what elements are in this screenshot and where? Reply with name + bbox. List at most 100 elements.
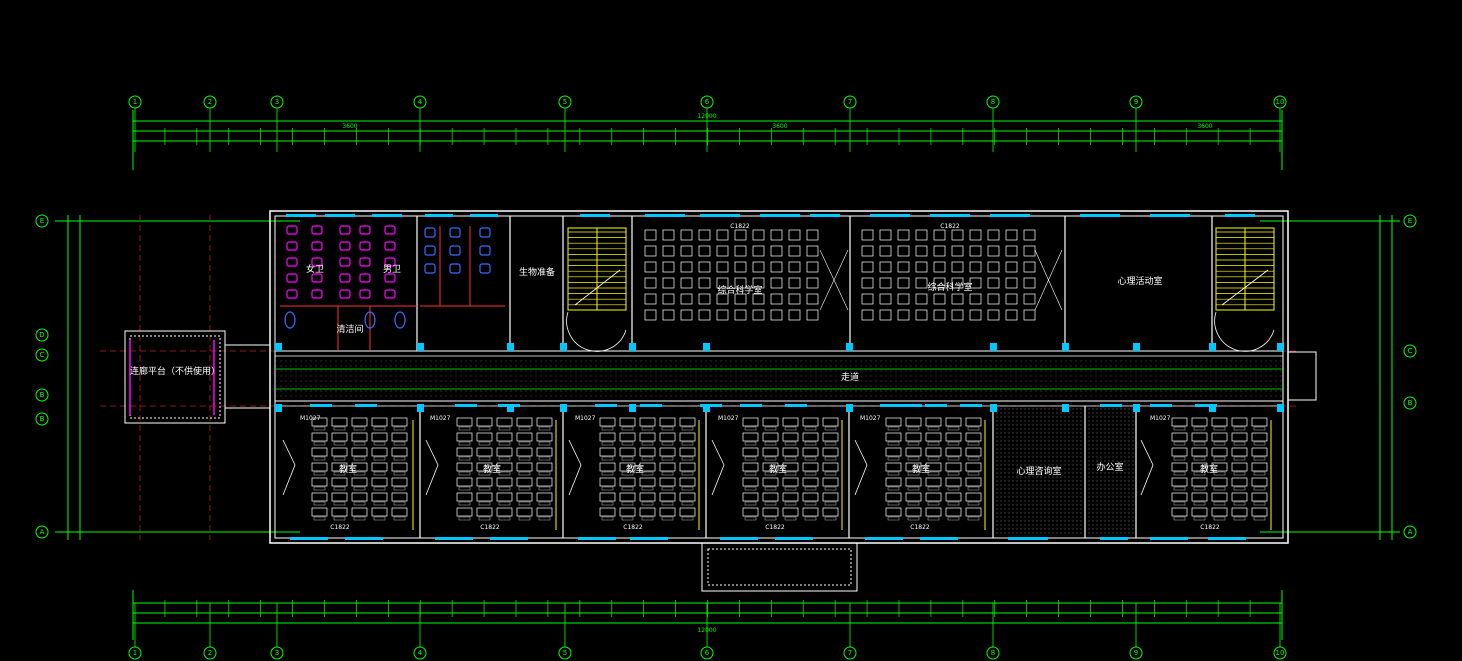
- classroom-chair: [744, 456, 757, 461]
- blackboard-outline: [425, 439, 439, 496]
- classroom-chair: [641, 426, 654, 431]
- classroom-desk: [536, 447, 553, 457]
- column-mark: [629, 404, 636, 412]
- classroom-desk: [1171, 477, 1188, 487]
- lab-desk: [1023, 277, 1036, 289]
- classroom-chair: [824, 501, 837, 506]
- classroom-desk: [965, 477, 982, 487]
- classroom-chair: [333, 441, 346, 446]
- lab-desk: [1005, 277, 1018, 289]
- right-annex: [1287, 351, 1317, 401]
- classroom-desk: [456, 432, 473, 442]
- window-mark: [595, 404, 617, 407]
- column-mark: [629, 343, 636, 351]
- side-axis-bubble: [1403, 525, 1417, 539]
- classroom-desk: [945, 507, 962, 517]
- classroom-desk: [679, 432, 696, 442]
- classroom-chair: [927, 516, 940, 521]
- classroom-desk: [679, 462, 696, 472]
- lab-desk: [752, 245, 765, 257]
- classroom-desk: [619, 507, 636, 517]
- side-axis-bubble: [35, 214, 49, 228]
- classroom-chair: [887, 516, 900, 521]
- lab-desk: [915, 261, 928, 273]
- urinal-fixture: [479, 245, 491, 256]
- classroom-desk: [331, 492, 348, 502]
- classroom-chair: [621, 426, 634, 431]
- side-axis-label: C: [40, 351, 45, 359]
- classroom-desk: [659, 477, 676, 487]
- classroom-chair: [538, 501, 551, 506]
- classroom-chair: [458, 471, 471, 476]
- lab-desk: [752, 261, 765, 273]
- classroom-chair: [353, 456, 366, 461]
- classroom-chair: [681, 456, 694, 461]
- column-mark: [1209, 404, 1216, 412]
- room-label-cleaning: 清洁间: [336, 323, 363, 335]
- side-dimension-chains: [55, 215, 1400, 540]
- door-tag: M1027: [1150, 415, 1171, 422]
- classroom-chair: [764, 501, 777, 506]
- classroom-chair: [1213, 501, 1226, 506]
- classroom-chair: [641, 471, 654, 476]
- classroom-chair: [518, 441, 531, 446]
- column-mark: [275, 404, 282, 412]
- lab-desk: [662, 309, 675, 321]
- classroom-chair: [1233, 456, 1246, 461]
- classroom-desk: [311, 492, 328, 502]
- classroom-desk: [1171, 492, 1188, 502]
- lab-desk: [915, 293, 928, 305]
- classroom-chair: [1233, 471, 1246, 476]
- bottom-axis-label: 6: [705, 649, 710, 657]
- classroom-chair: [764, 471, 777, 476]
- lab-desk: [951, 309, 964, 321]
- classroom-desk: [599, 432, 616, 442]
- urinal-fixture: [424, 263, 436, 274]
- toilet-stall-fixture: [384, 273, 396, 283]
- classroom-chair: [947, 471, 960, 476]
- classroom-desk: [371, 477, 388, 487]
- classroom-desk: [639, 447, 656, 457]
- classroom-desk: [802, 447, 819, 457]
- classroom-desk: [822, 432, 839, 442]
- classroom-desk: [965, 507, 982, 517]
- classroom-desk: [1211, 447, 1228, 457]
- classroom-chair: [784, 456, 797, 461]
- room-label-corridor: 走道: [841, 371, 859, 383]
- classroom-chair: [744, 486, 757, 491]
- urinal-fixture: [449, 263, 461, 274]
- column-mark: [1133, 343, 1140, 351]
- lab-desk: [987, 229, 1000, 241]
- classroom-chair: [1173, 456, 1186, 461]
- column-mark: [1062, 404, 1069, 412]
- toilet-stall-fixture: [311, 273, 323, 283]
- lab-desk: [987, 277, 1000, 289]
- blackboard-outline: [282, 439, 296, 496]
- classroom-chair: [784, 501, 797, 506]
- window-mark: [1150, 214, 1190, 217]
- classroom-desk: [1251, 417, 1268, 427]
- room-label-office: 办公室: [1096, 461, 1123, 473]
- side-axis-label: E: [1408, 217, 1412, 225]
- window-mark: [1225, 214, 1255, 217]
- toilet-stall-fixture: [286, 273, 298, 283]
- bottom-axis-label: 5: [563, 649, 567, 657]
- lab-desk: [933, 261, 946, 273]
- classroom-chair: [621, 516, 634, 521]
- urinal-fixture: [449, 245, 461, 256]
- classroom-desk: [905, 492, 922, 502]
- window-mark: [720, 537, 758, 540]
- lab-desk: [806, 229, 819, 241]
- lab-desk: [734, 229, 747, 241]
- lab-desk: [662, 261, 675, 273]
- classroom-chair: [804, 516, 817, 521]
- lab-desk: [951, 277, 964, 289]
- classroom-chair: [784, 486, 797, 491]
- classroom-desk: [496, 477, 513, 487]
- classroom-desk: [1171, 432, 1188, 442]
- toilet-stall-fixture: [286, 289, 298, 299]
- classroom-desk: [885, 477, 902, 487]
- classroom-desk: [1211, 507, 1228, 517]
- bottom-axis-label: 4: [418, 649, 423, 657]
- classroom-chair: [601, 471, 614, 476]
